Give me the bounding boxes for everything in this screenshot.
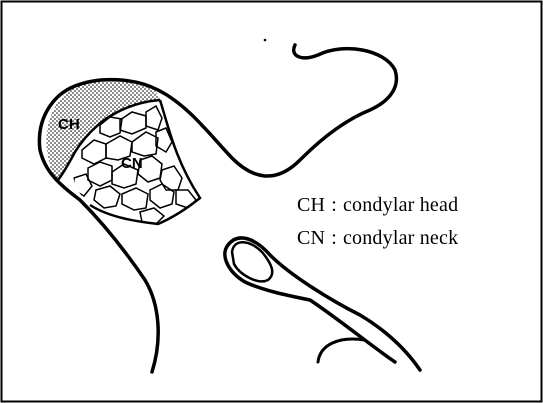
legend-entry-ch: CH:condylar head bbox=[297, 194, 458, 217]
legend-separator: : bbox=[325, 194, 343, 216]
legend-abbr: CH bbox=[297, 194, 325, 216]
knuckle-line bbox=[318, 339, 365, 362]
legend-text: condylar neck bbox=[343, 227, 458, 249]
legend-abbr: CN bbox=[297, 227, 325, 249]
label-cn: CN bbox=[121, 155, 143, 172]
legend-entry-cn: CN:condylar neck bbox=[297, 227, 458, 250]
dot-mark bbox=[264, 39, 267, 42]
legend-separator: : bbox=[325, 227, 343, 249]
legend-text: condylar head bbox=[343, 194, 458, 216]
label-ch: CH bbox=[58, 116, 80, 133]
